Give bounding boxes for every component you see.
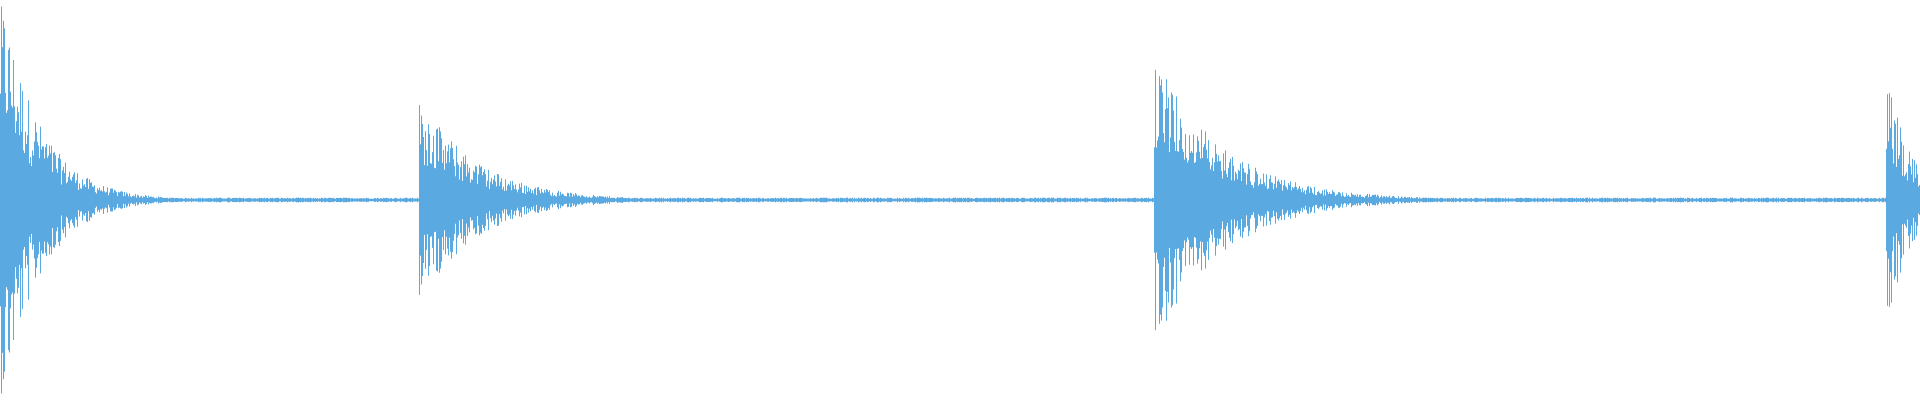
waveform-bars <box>0 6 1920 394</box>
